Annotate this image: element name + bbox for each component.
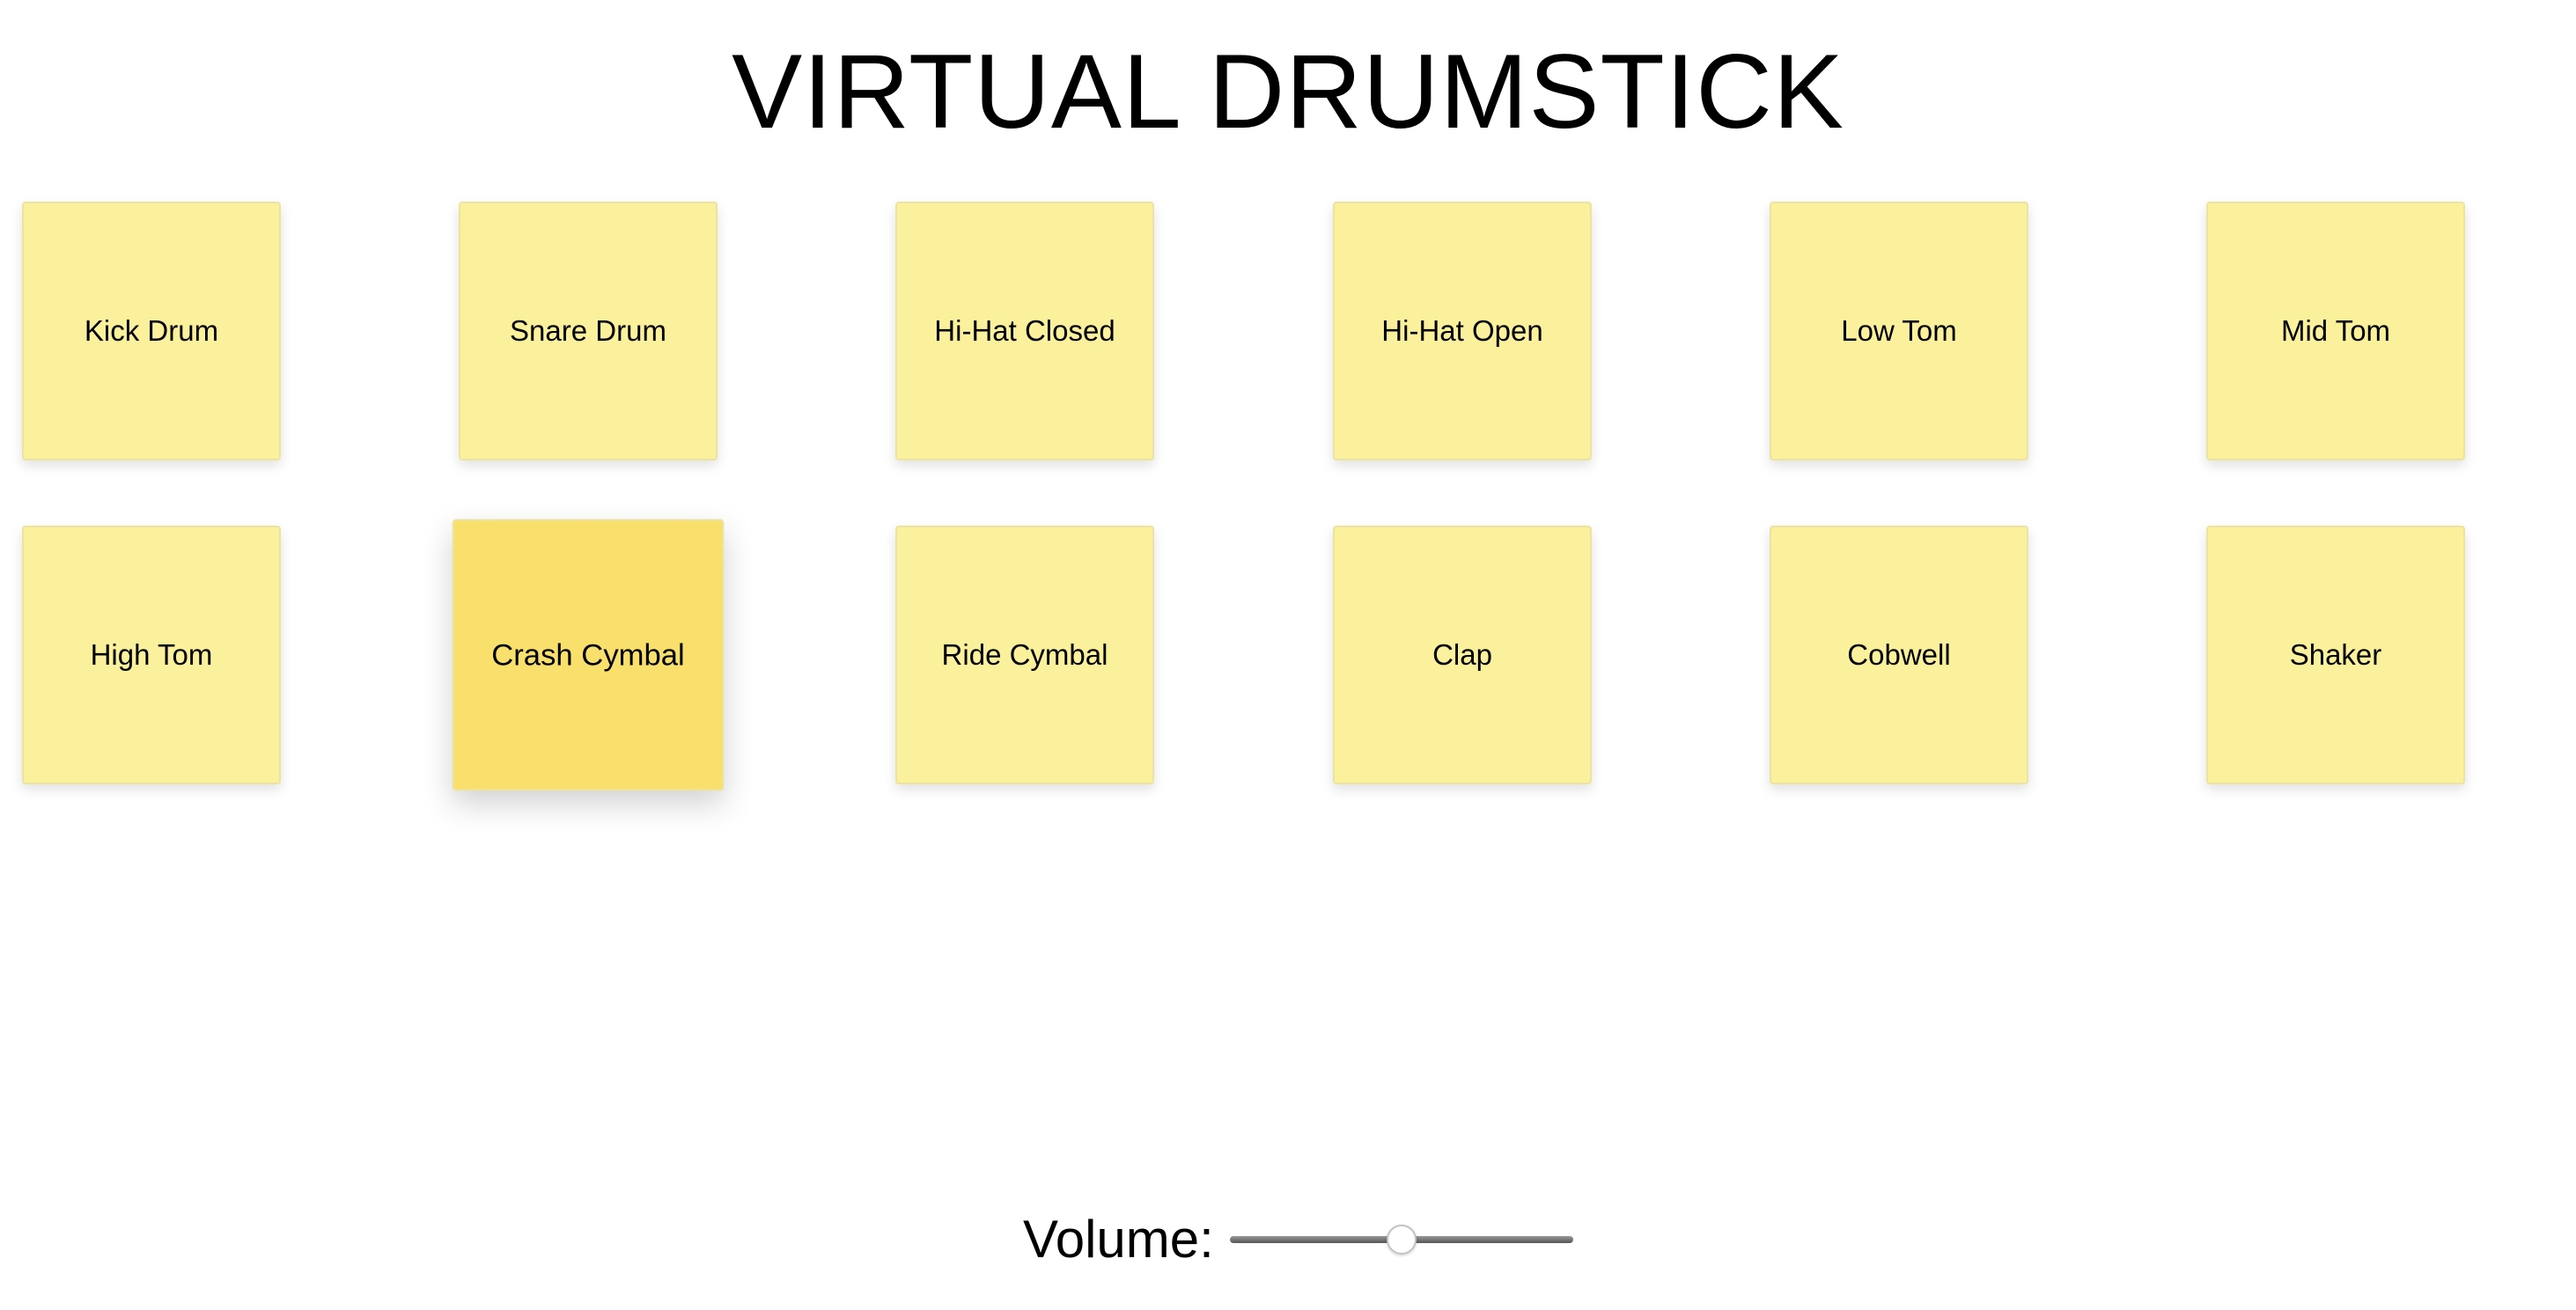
pad-high-tom[interactable]: High Tom	[22, 526, 281, 784]
volume-slider[interactable]	[1229, 1222, 1573, 1257]
pad-hi-hat-closed[interactable]: Hi-Hat Closed	[895, 202, 1154, 460]
pad-shaker[interactable]: Shaker	[2206, 526, 2465, 784]
pad-label: Shaker	[2289, 638, 2382, 671]
pad-label: High Tom	[90, 638, 213, 671]
pad-label: Mid Tom	[2280, 314, 2391, 347]
pad-label: Crash Cymbal	[491, 637, 685, 672]
pad-ride-cymbal[interactable]: Ride Cymbal	[895, 526, 1154, 784]
pad-label: Hi-Hat Open	[1381, 314, 1543, 347]
pad-clap[interactable]: Clap	[1333, 526, 1592, 784]
pad-label: Hi-Hat Closed	[934, 314, 1115, 347]
pad-hi-hat-open[interactable]: Hi-Hat Open	[1333, 202, 1592, 460]
pad-crash-cymbal[interactable]: Crash Cymbal	[452, 519, 725, 791]
pad-label: Snare Drum	[510, 314, 666, 347]
pad-label: Kick Drum	[84, 314, 219, 347]
pad-mid-tom[interactable]: Mid Tom	[2206, 202, 2465, 460]
pad-kick-drum[interactable]: Kick Drum	[22, 202, 281, 460]
volume-slider-thumb[interactable]	[1386, 1225, 1417, 1255]
page-title: VIRTUAL DRUMSTICK	[732, 33, 1844, 151]
drum-pad-grid: Kick Drum Snare Drum Hi-Hat Closed Hi-Ha…	[22, 202, 2465, 791]
volume-control: Volume:	[1023, 1204, 1573, 1275]
pad-cobwell[interactable]: Cobwell	[1770, 526, 2028, 784]
pad-label: Ride Cymbal	[941, 638, 1108, 671]
volume-label: Volume:	[1023, 1210, 1214, 1269]
pad-low-tom[interactable]: Low Tom	[1770, 202, 2028, 460]
pad-label: Low Tom	[1841, 314, 1957, 347]
pad-label: Cobwell	[1847, 638, 1951, 671]
pad-snare-drum[interactable]: Snare Drum	[459, 202, 718, 460]
pad-label: Clap	[1432, 638, 1492, 671]
